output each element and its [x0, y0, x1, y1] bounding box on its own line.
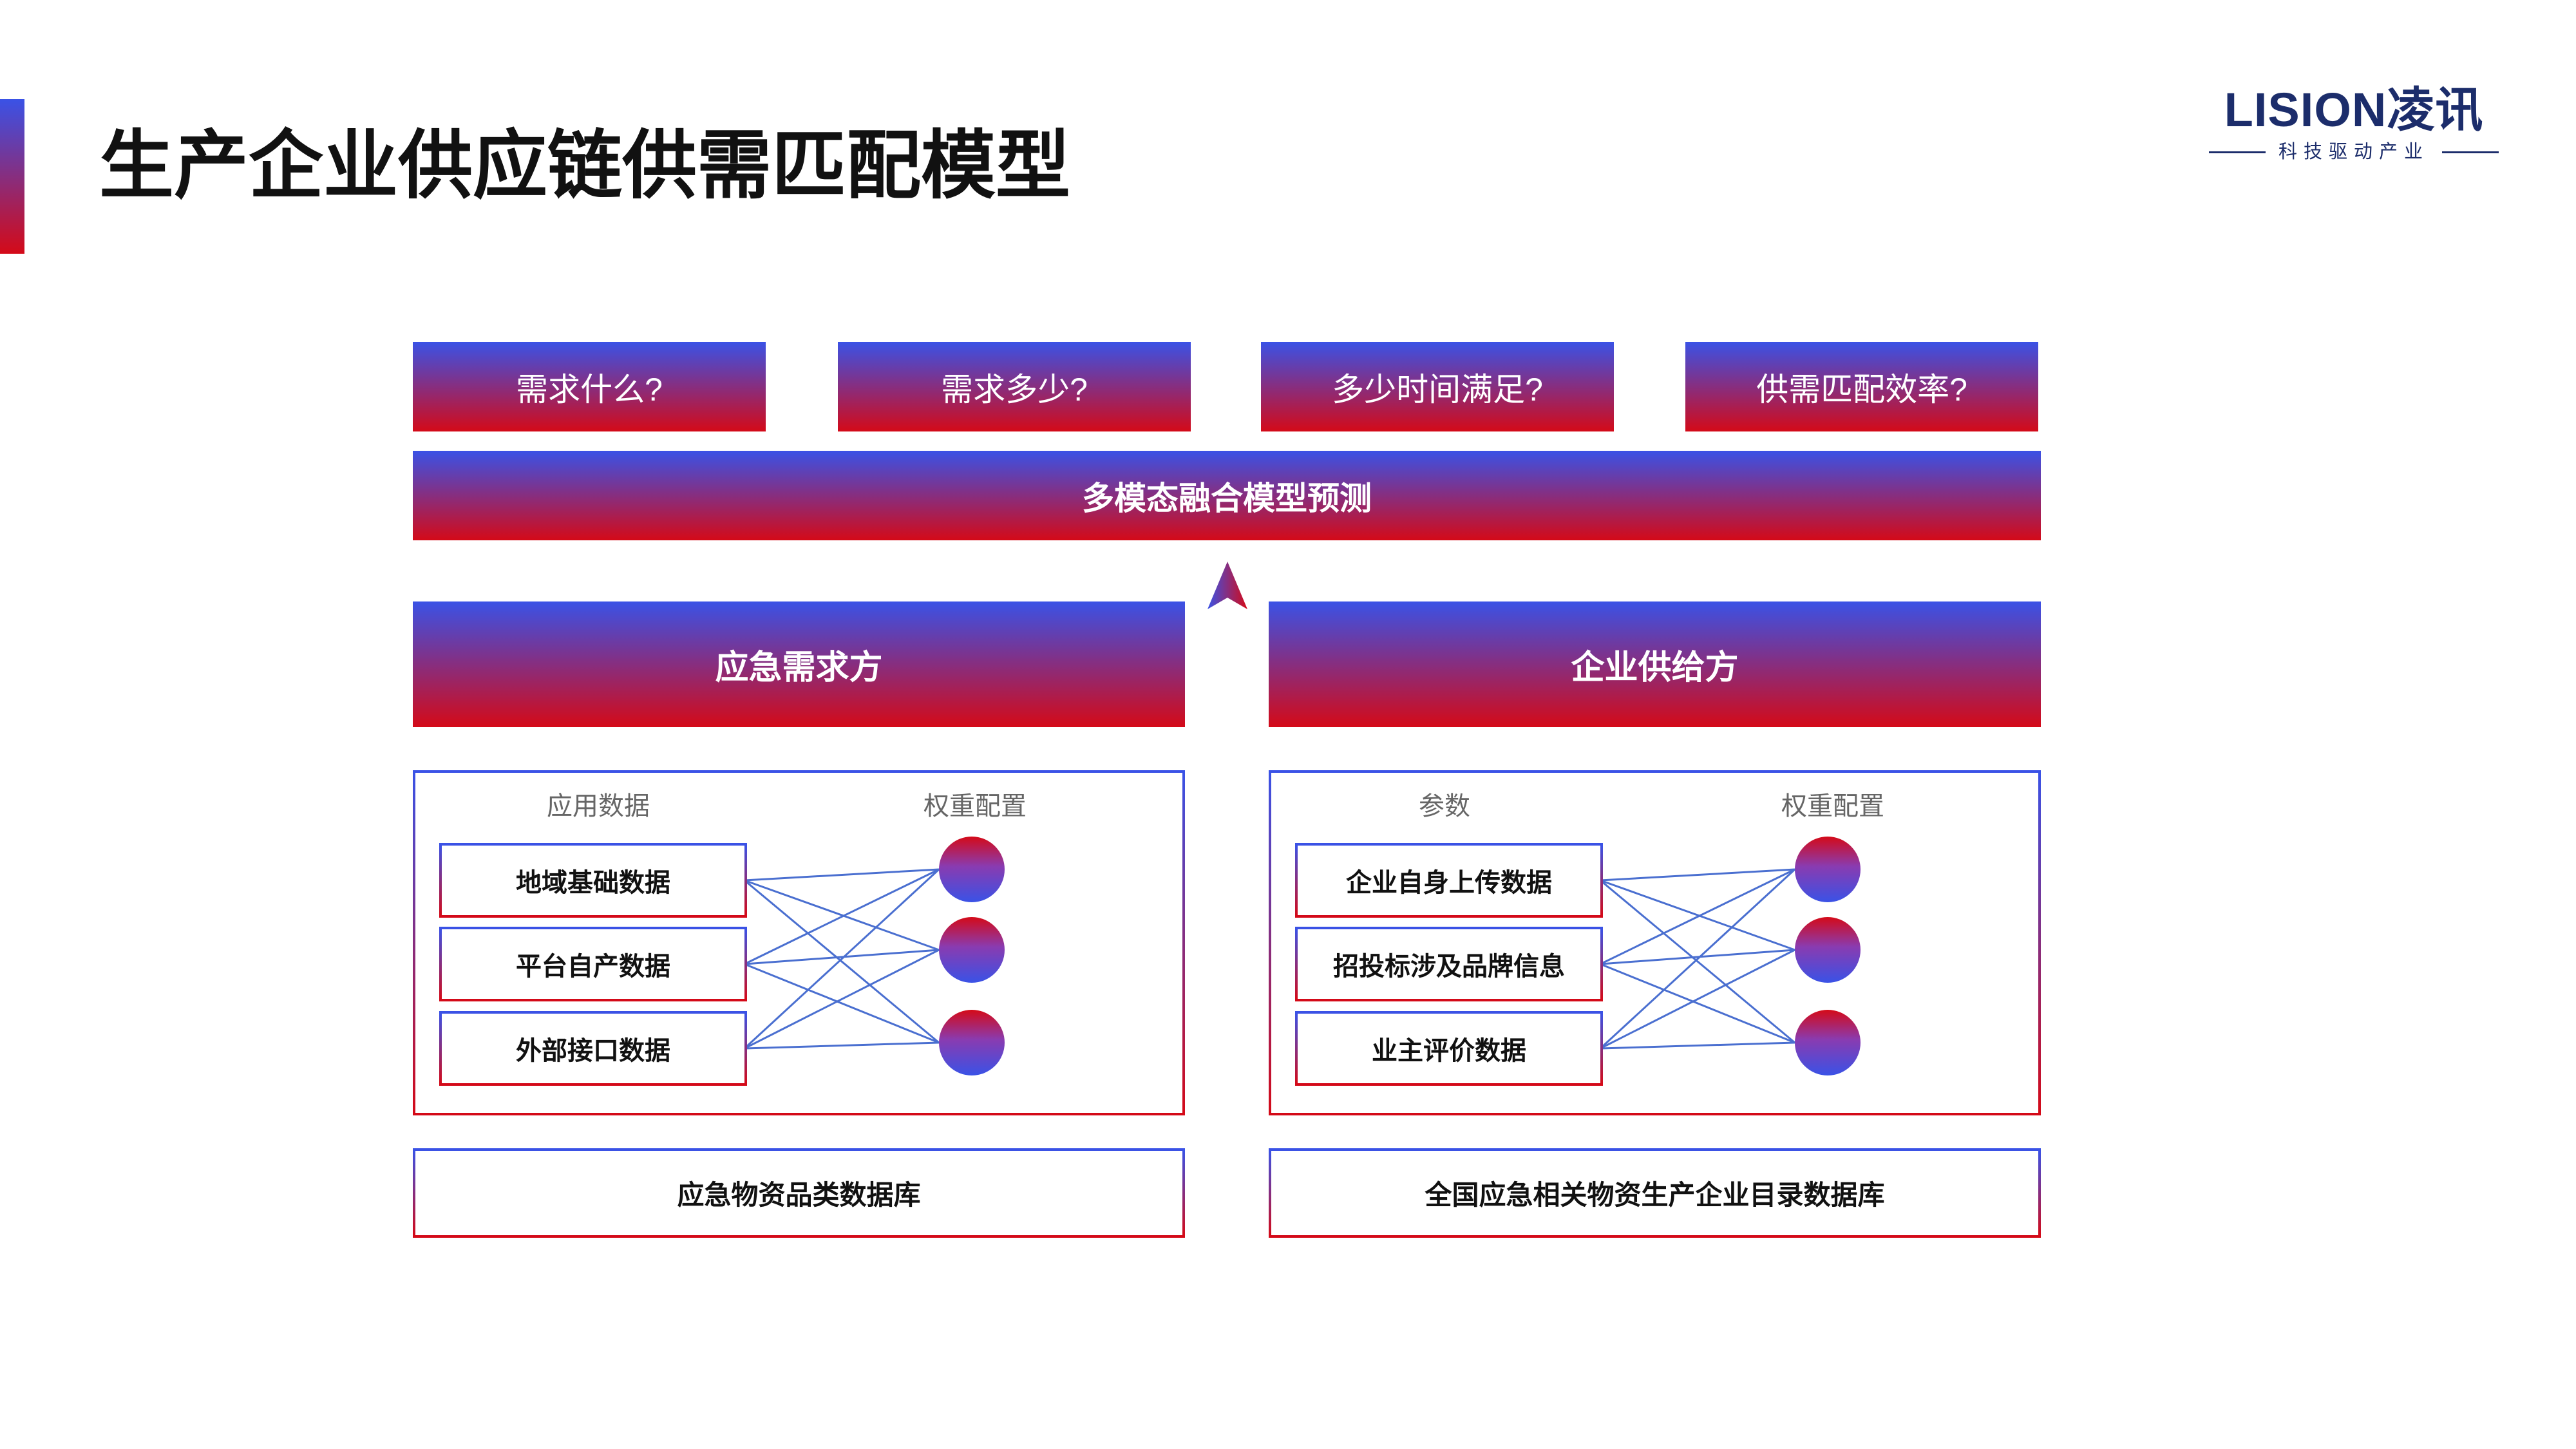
demand-source-external-api-data: 外部接口数据 [439, 1011, 747, 1086]
demand-source-regional-data: 地域基础数据 [439, 843, 747, 918]
title-accent-bar [0, 99, 24, 254]
connector-line [744, 868, 940, 882]
demand-data-label: 应用数据 [547, 792, 650, 820]
company-logo: LISION凌讯 科技驱动产业 [2209, 82, 2499, 164]
connector-line [1600, 963, 1795, 1044]
logo-divider-left [2209, 151, 2266, 153]
connector-line [1600, 879, 1795, 951]
question-box-how-much: 需求多少? [838, 342, 1191, 431]
demand-source-platform-data: 平台自产数据 [439, 927, 747, 1001]
connector-line [744, 1041, 940, 1050]
connector-line [1600, 868, 1795, 882]
supply-connector-lines [1599, 868, 1796, 1050]
supply-weight-panel: 参数 权重配置 企业自身上传数据 招投标涉及品牌信息 业主评价数据 [1269, 770, 2041, 1115]
weight-node [1795, 1010, 1861, 1075]
demand-side-header: 应急需求方 [413, 601, 1185, 727]
supply-source-self-upload-data: 企业自身上传数据 [1295, 843, 1603, 918]
logo-tagline-row: 科技驱动产业 [2209, 140, 2499, 164]
demand-database-box: 应急物资品类数据库 [413, 1148, 1185, 1238]
supply-weight-label: 权重配置 [1781, 792, 1884, 820]
supply-side-header: 企业供给方 [1269, 601, 2041, 727]
supply-source-bidding-brand-info: 招投标涉及品牌信息 [1295, 927, 1603, 1001]
supply-database-box: 全国应急相关物资生产企业目录数据库 [1269, 1148, 2041, 1238]
connector-line [743, 868, 940, 1050]
question-box-what: 需求什么? [413, 342, 766, 431]
supply-param-label: 参数 [1419, 792, 1470, 820]
weight-node [1795, 917, 1861, 983]
model-prediction-bar: 多模态融合模型预测 [413, 451, 2041, 540]
connector-line [744, 949, 940, 965]
up-arrow-icon [1208, 562, 1247, 609]
logo-brand: LISION凌讯 [2224, 83, 2484, 137]
page-title: 生产企业供应链供需匹配模型 [99, 124, 1070, 207]
connector-line [744, 868, 940, 965]
connector-line [744, 879, 940, 951]
connector-line [744, 963, 940, 1044]
weight-node [1795, 837, 1861, 902]
connector-line [1600, 879, 1795, 1044]
logo-tagline: 科技驱动产业 [2278, 142, 2429, 162]
question-box-when: 多少时间满足? [1261, 342, 1614, 431]
connector-line [1600, 949, 1795, 965]
connector-line [744, 949, 940, 1050]
weight-node [939, 837, 1005, 902]
demand-connector-lines [743, 868, 940, 1050]
weight-node [939, 1010, 1005, 1075]
weight-node [939, 917, 1005, 983]
connector-line [1600, 949, 1795, 1050]
demand-weight-panel: 应用数据 权重配置 地域基础数据 平台自产数据 外部接口数据 [413, 770, 1185, 1115]
supply-source-owner-review-data: 业主评价数据 [1295, 1011, 1603, 1086]
demand-weight-label: 权重配置 [923, 792, 1027, 820]
question-box-efficiency: 供需匹配效率? [1685, 342, 2038, 431]
connector-line [1600, 868, 1795, 965]
connector-line [744, 879, 940, 1044]
connector-line [1600, 1041, 1795, 1050]
logo-divider-right [2441, 151, 2499, 153]
connector-line [1599, 868, 1796, 1050]
